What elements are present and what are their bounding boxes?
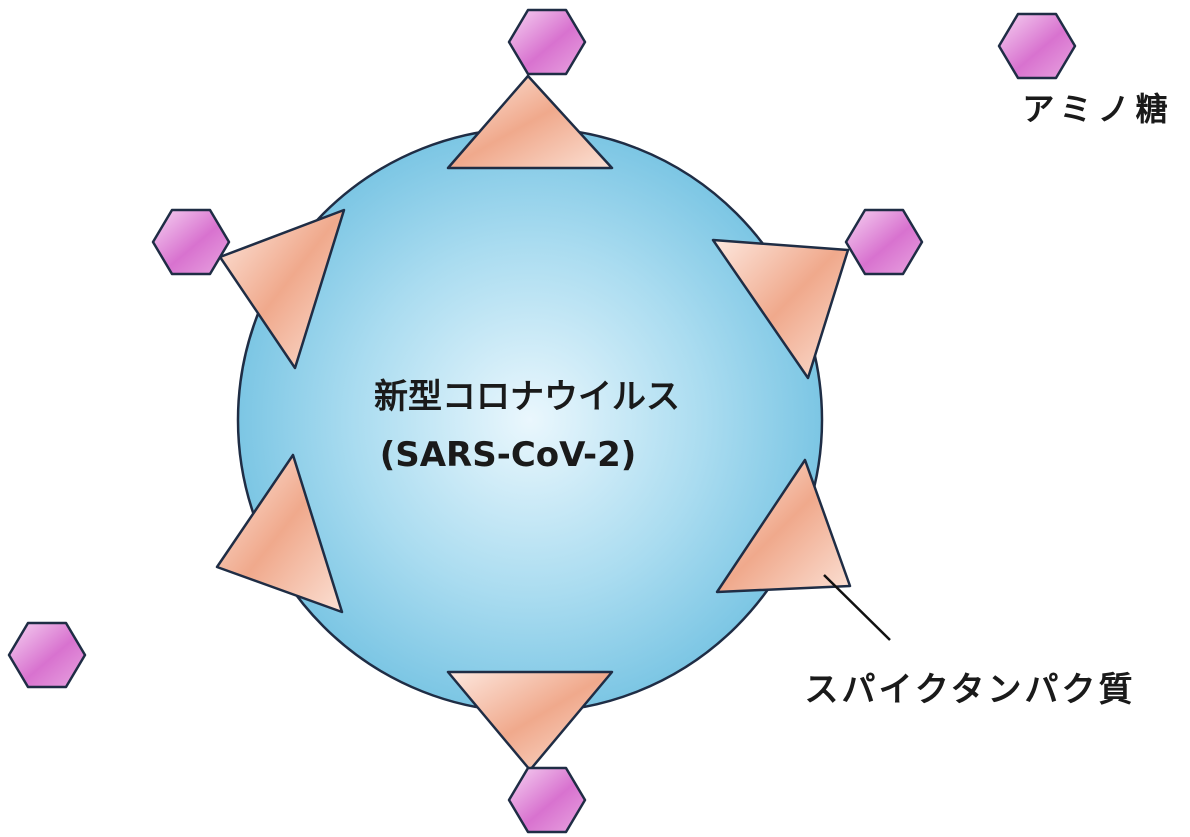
amino-sugar-hexagon-upper-left — [151, 208, 231, 276]
amino-sugar-hexagon-upper-right — [844, 208, 924, 276]
spike-protein-label: スパイクタンパク質 — [805, 670, 1136, 710]
amino-sugar-hexagon-top — [507, 8, 587, 76]
amino-sugar-hexagon-free — [7, 621, 87, 689]
amino-sugar-label: アミノ糖 — [1022, 90, 1173, 128]
spike-protein-callout-line — [823, 574, 891, 641]
spike-protein-lower-left — [215, 453, 344, 614]
virus-body — [236, 126, 824, 714]
spike-protein-bottom — [446, 670, 614, 772]
virus-name-line2: (SARS-CoV-2) — [380, 435, 637, 475]
spike-protein-upper-left — [218, 208, 346, 370]
virus-name-line1: 新型コロナウイルス — [374, 377, 680, 417]
spike-protein-top — [446, 74, 614, 170]
amino-sugar-hexagon-bottom — [507, 766, 587, 834]
spike-protein-lower-right — [715, 458, 852, 594]
spike-protein-upper-right — [711, 238, 850, 380]
amino-sugar-hexagon-legend — [997, 12, 1077, 80]
